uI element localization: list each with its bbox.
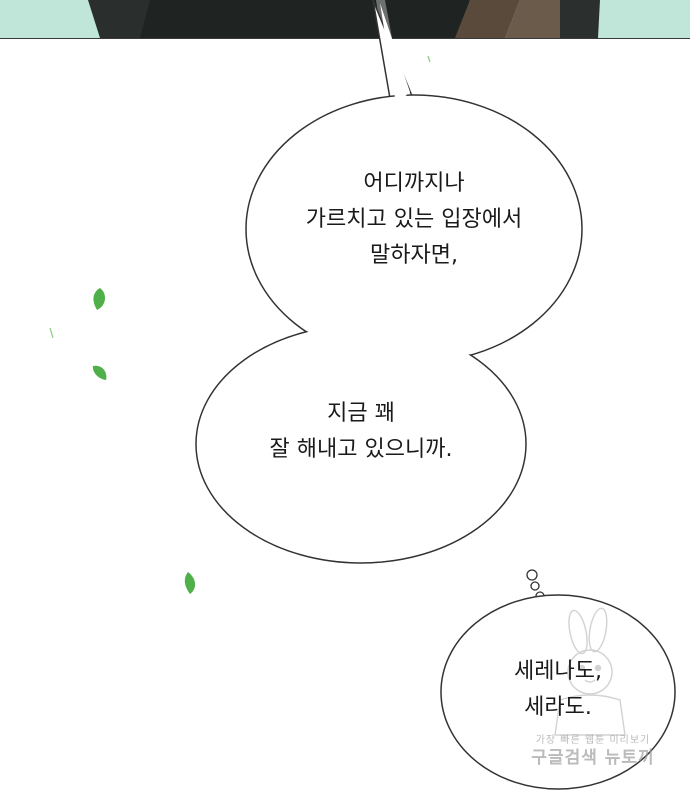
thought-line: 세라도. [524, 695, 592, 720]
character-silhouette [0, 0, 690, 38]
thought-dot-1 [526, 569, 538, 581]
speech-line: 잘 해내고 있으니까. [269, 437, 453, 462]
thought-line: 세레나도, [514, 659, 602, 684]
top-illustration-panel [0, 0, 690, 39]
speech-bubble-middle-text: 지금 꽤 잘 해내고 있으니까. [221, 396, 501, 468]
thought-dot-2 [530, 581, 540, 591]
watermark-line-1: 가장 빠른 웹툰 미리보기 [535, 735, 651, 746]
speech-bubble-top-text: 어디까지나 가르치고 있는 입장에서 말하자면, [274, 166, 554, 274]
watermark: 가장 빠른 웹툰 미리보기 구글검색 뉴토끼 [508, 735, 678, 769]
speech-line: 가르치고 있는 입장에서 [305, 207, 523, 232]
watermark-line-2: 구글검색 뉴토끼 [531, 748, 655, 768]
speech-line: 어디까지나 [363, 171, 465, 196]
watermark-rabbit-icon [554, 607, 626, 736]
speech-line: 지금 꽤 [327, 401, 395, 426]
speech-line: 말하자면, [370, 243, 458, 268]
thought-bubble [440, 594, 676, 790]
leaf-icon [49, 55, 431, 594]
thought-bubble-text: 세레나도, 세라도. [478, 654, 638, 726]
